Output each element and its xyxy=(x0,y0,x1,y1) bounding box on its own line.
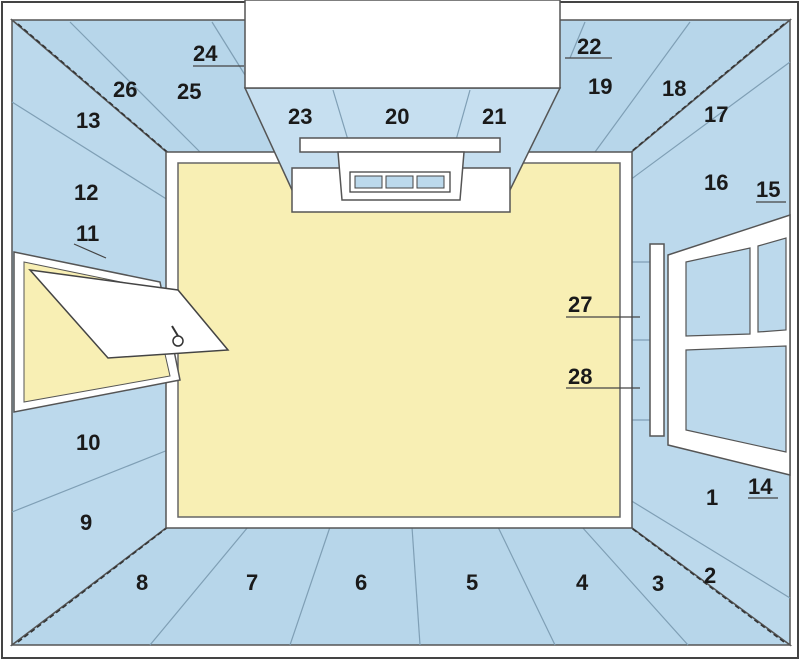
label-22: 22 xyxy=(577,34,601,59)
label-12: 12 xyxy=(74,180,98,205)
corner-line-bottom-left xyxy=(17,523,173,643)
label-5: 5 xyxy=(466,570,478,595)
window-sill xyxy=(649,243,665,437)
label-7: 7 xyxy=(246,570,258,595)
label-15: 15 xyxy=(756,177,780,202)
corner-line-bottom-right xyxy=(625,523,785,643)
door xyxy=(13,251,230,413)
corner-line-top-right xyxy=(625,23,785,157)
window-pane xyxy=(685,345,787,453)
label-20: 20 xyxy=(385,104,409,129)
alcove-strip-line xyxy=(455,89,471,141)
label-16: 16 xyxy=(704,170,728,195)
strip-line xyxy=(497,526,556,646)
label-3: 3 xyxy=(652,571,664,596)
window xyxy=(649,213,791,476)
strip-line xyxy=(11,101,169,201)
number-labels: 1 2 3 4 5 6 7 8 9 10 11 12 13 14 15 16 1… xyxy=(74,34,780,596)
label-25: 25 xyxy=(177,79,201,104)
strip-line xyxy=(69,21,201,153)
corner-lines xyxy=(17,23,785,643)
label-26: 26 xyxy=(113,77,137,102)
label-8: 8 xyxy=(136,570,148,595)
window-pane xyxy=(757,237,787,333)
label-6: 6 xyxy=(355,570,367,595)
alcove-strip-line xyxy=(332,89,349,141)
strip-line xyxy=(629,61,791,181)
label-9: 9 xyxy=(80,510,92,535)
leader-line-11 xyxy=(73,243,107,259)
label-13: 13 xyxy=(76,108,100,133)
strip-line xyxy=(149,526,249,646)
corner-line-top-left xyxy=(17,23,173,157)
label-18: 18 xyxy=(662,76,686,101)
label-2: 2 xyxy=(704,563,716,588)
label-27: 27 xyxy=(568,292,592,317)
strip-line xyxy=(594,21,691,153)
label-1: 1 xyxy=(706,485,718,510)
label-11: 11 xyxy=(76,221,99,246)
vent-slot xyxy=(416,175,445,189)
strip-line xyxy=(569,21,586,59)
vent-slot xyxy=(385,175,414,189)
vent-slot xyxy=(354,175,383,189)
label-14: 14 xyxy=(748,474,773,499)
strip-line xyxy=(581,526,689,646)
strip-lines xyxy=(11,21,791,646)
ceiling xyxy=(177,162,621,518)
label-10: 10 xyxy=(76,430,100,455)
label-23: 23 xyxy=(288,104,312,129)
leader-lines xyxy=(73,57,786,499)
chimney-box xyxy=(244,0,561,89)
label-4: 4 xyxy=(576,570,589,595)
label-21: 21 xyxy=(482,104,506,129)
label-17: 17 xyxy=(704,102,728,127)
window-pane xyxy=(685,247,751,337)
door-handle-icon xyxy=(171,325,184,347)
strip-line xyxy=(11,449,169,513)
strip-line xyxy=(629,499,791,599)
shelf xyxy=(299,137,501,153)
vent-grille xyxy=(337,151,465,201)
strip-line xyxy=(289,526,331,646)
strip-line xyxy=(411,526,421,646)
label-24: 24 xyxy=(193,41,218,66)
label-19: 19 xyxy=(588,74,612,99)
label-28: 28 xyxy=(568,364,592,389)
